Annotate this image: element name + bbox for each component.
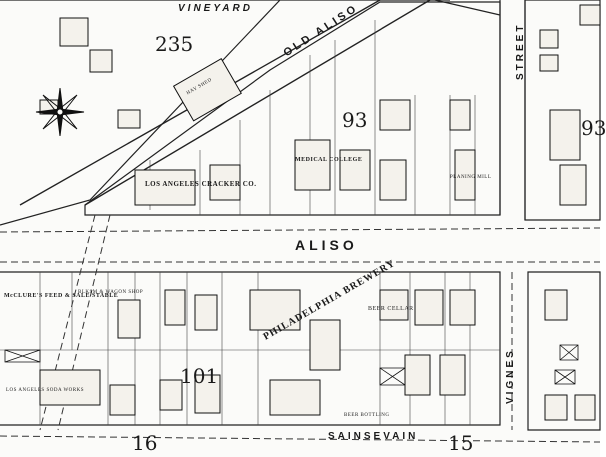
label-cracker-co: LOS ANGELES CRACKER CO.: [145, 180, 257, 188]
label-soda-works: LOS ANGELES SODA WORKS: [6, 388, 84, 393]
street-right: STREET: [515, 22, 526, 80]
block-lower-right-outline: [527, 271, 601, 431]
street-aliso: ALISO: [295, 237, 358, 253]
block-93-right: 93: [581, 116, 606, 140]
label-beer-cellar: BEER CELLAR: [368, 306, 414, 312]
label-mcclure-stable: McCLURE'S FEED & SALE STABLE: [4, 293, 119, 299]
label-blacksmith: BLKSM & WAGON SHOP: [78, 290, 144, 295]
street-sainsevain: SAINSEVAIN: [328, 431, 419, 442]
block-235: 235: [155, 32, 194, 56]
block-101: 101: [180, 364, 219, 388]
aliso-dash-top: [0, 227, 601, 233]
block-93: 93: [342, 108, 368, 132]
block-101-outline: [0, 271, 501, 426]
compass-rose: [35, 87, 85, 137]
street-vignes: VIGNES: [505, 348, 516, 404]
block-15: 15: [448, 431, 474, 455]
label-medical-college: MEDICAL COLLEGE: [295, 157, 363, 163]
rail-dash-1: [39, 214, 96, 431]
block-16: 16: [132, 431, 158, 455]
block-235-outline: [0, 0, 450, 226]
street-vineyard: VINEYARD: [178, 3, 253, 14]
label-beer-bottling: BEER BOTTLING: [344, 413, 390, 418]
rail-dash-2: [57, 214, 111, 431]
sainsevain-dash: [0, 435, 601, 443]
label-planing-mill: PLANING MILL: [450, 175, 492, 180]
